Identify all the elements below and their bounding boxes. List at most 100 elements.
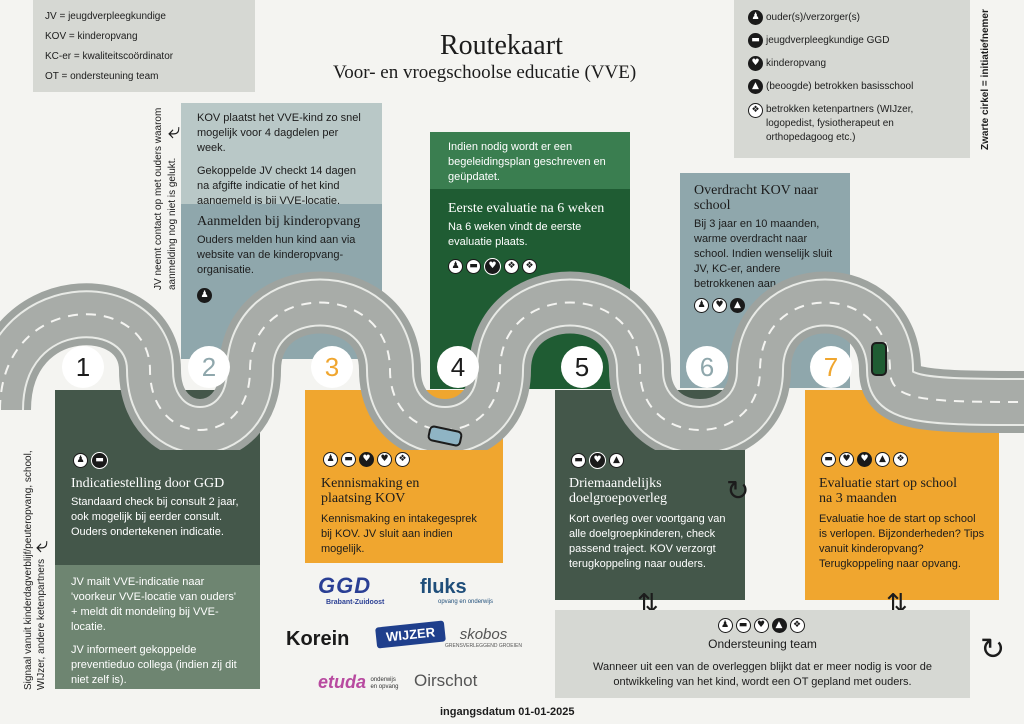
step7-number: 7 xyxy=(810,346,852,388)
step1-number: 1 xyxy=(62,346,104,388)
legend-childcare-label: kinderopvang xyxy=(766,58,827,70)
car-green xyxy=(871,342,887,376)
ot-title: Ondersteuning team xyxy=(708,637,817,652)
legend-abbr-ot: OT = ondersteuning team xyxy=(45,71,159,82)
handshake-icon: ❖ xyxy=(748,102,763,118)
skobos-logo-sub: GRENSVERLEGGEND GROEIEN xyxy=(445,643,522,649)
handshake-icon: ❖ xyxy=(522,259,537,274)
step1-extra-box: JV mailt VVE-indicatie naar 'voorkeur VV… xyxy=(55,565,260,689)
step1-title: Indicatiestelling door GGD xyxy=(71,476,225,491)
nurse-cap-icon: ▬ xyxy=(821,452,836,467)
page-title: Routekaart xyxy=(440,30,563,61)
nurse-cap-icon: ▬ xyxy=(748,33,763,49)
step1-extra-text1: JV mailt VVE-indicatie naar 'voorkeur VV… xyxy=(71,576,237,633)
step5-text: Kort overleg over voortgang van alle doe… xyxy=(569,513,726,570)
step2-top-text1: KOV plaatst het VVE-kind zo snel mogelij… xyxy=(197,112,361,154)
curved-arrow-icon: ⤶ xyxy=(36,532,49,557)
handshake-icon: ❖ xyxy=(395,452,410,467)
handshake-icon: ❖ xyxy=(893,452,908,467)
nurse-cap-icon: ▬ xyxy=(735,618,751,633)
skobos-logo-text: skobos xyxy=(459,626,508,643)
step3-number: 3 xyxy=(311,346,353,388)
step1-text: Standaard check bij consult 2 jaar, ook … xyxy=(71,496,239,538)
step6-number: 6 xyxy=(686,346,728,388)
step2-top-text2: Gekoppelde JV checkt 14 dagen na afgifte… xyxy=(197,165,357,207)
etuda-logo-text: etuda xyxy=(318,672,367,692)
step2-top-box: KOV plaatst het VVE-kind zo snel mogelij… xyxy=(181,103,382,207)
graduation-cap-icon: ▲ xyxy=(748,79,763,95)
graduation-cap-icon: ▲ xyxy=(771,618,787,633)
step2-number: 2 xyxy=(188,346,230,388)
step3-text: Kennismaking en intakegesprek bij KOV. J… xyxy=(321,513,477,555)
nurse-cap-icon: ▬ xyxy=(91,452,108,469)
step4-number: 4 xyxy=(437,346,479,388)
step1-side-note: Signaal vanuit kinderdagverblijf/peutero… xyxy=(22,440,48,690)
step7-title: Evaluatie start op school na 3 maanden xyxy=(819,476,958,506)
fluks-logo-text: fluks xyxy=(420,576,467,598)
parent-icon: ♟ xyxy=(717,618,733,633)
road xyxy=(0,271,1024,450)
step5-box: ▬♥▲ Driemaandelijks doelgroepoverleg Kor… xyxy=(555,390,745,600)
handshake-icon: ❖ xyxy=(504,259,519,274)
heart-icon: ♥ xyxy=(589,452,606,469)
heart-icon: ♥ xyxy=(839,452,854,467)
abbreviations-legend: JV = jeugdverpleegkundige KOV = kinderop… xyxy=(33,0,255,92)
ot-text: Wanneer uit een van de overleggen blijkt… xyxy=(593,661,932,689)
ggd-logo-text: GGD xyxy=(318,573,372,598)
heart-icon: ♥ xyxy=(484,258,501,275)
graduation-cap-icon: ▲ xyxy=(730,298,745,313)
step4-top-box: Indien nodig wordt er een begeleidingspl… xyxy=(430,132,630,189)
step2-title: Aanmelden bij kinderopvang xyxy=(197,214,361,229)
heart-icon: ♥ xyxy=(753,618,769,633)
skobos-logo: skobos GRENSVERLEGGEND GROEIEN xyxy=(445,626,522,649)
heart-icon: ♥ xyxy=(359,452,374,467)
heart-icon: ♥ xyxy=(712,298,727,313)
nurse-cap-icon: ▬ xyxy=(571,453,586,468)
step5-title: Driemaandelijks doelgroepoverleg xyxy=(569,476,667,506)
graduation-cap-icon: ▲ xyxy=(609,453,624,468)
ggd-logo-sub: Brabant-Zuidoost xyxy=(326,599,385,606)
step3-title: Kennismaking en plaatsing KOV xyxy=(321,476,420,506)
fluks-logo: fluks opvang en onderwijs xyxy=(420,576,493,605)
legend-abbr-jv: JV = jeugdverpleegkundige xyxy=(45,11,166,22)
legend-abbr-kc: KC-er = kwaliteitscoördinator xyxy=(45,51,174,62)
ot-box: ♟▬♥▲❖ Ondersteuning team Wanneer uit een… xyxy=(555,610,970,698)
legend-nurse-label: jeugdverpleegkundige GGD xyxy=(766,35,890,47)
legend-parent-label: ouder(s)/verzorger(s) xyxy=(766,12,860,24)
legend-partners-label: betrokken ketenpartners (WIJzer, logoped… xyxy=(766,103,914,143)
graduation-cap-icon: ▲ xyxy=(875,452,890,467)
legend-school-label: (beoogde) betrokken basisschool xyxy=(766,81,914,93)
ggd-logo: GGD Brabant-Zuidoost xyxy=(318,573,384,606)
etuda-logo: etuda onderwijs en opvang xyxy=(318,672,400,693)
step1-side-text: Signaal vanuit kinderdagverblijf/peutero… xyxy=(23,450,47,690)
wijzer-logo-text: WIJZER xyxy=(385,624,436,645)
step2-text: Ouders melden hun kind aan via website v… xyxy=(197,234,356,276)
cycle-icon: ↻ xyxy=(726,475,750,506)
heart-icon: ♥ xyxy=(857,452,872,467)
curved-arrow-icon: ⤶ xyxy=(168,118,181,143)
heart-icon: ♥ xyxy=(748,56,763,72)
wijzer-logo: WIJZER xyxy=(375,620,447,649)
effective-date: ingangsdatum 01-01-2025 xyxy=(440,706,575,718)
fluks-logo-sub: opvang en onderwijs xyxy=(438,599,494,605)
step4-text: Na 6 weken vindt de eerste evaluatie pla… xyxy=(448,221,582,248)
legend-abbr-kov: KOV = kinderopvang xyxy=(45,31,138,42)
step7-text: Evaluatie hoe de start op school is verl… xyxy=(819,513,985,570)
step6-title: Overdracht KOV naar school xyxy=(694,183,819,213)
parent-icon: ♟ xyxy=(448,259,463,274)
parent-icon: ♟ xyxy=(748,10,763,25)
parent-icon: ♟ xyxy=(694,298,709,313)
handshake-icon: ❖ xyxy=(789,618,805,633)
parent-icon: ♟ xyxy=(73,453,88,468)
icon-legend: ♟ouder(s)/verzorger(s) ▬jeugdverpleegkun… xyxy=(734,0,970,158)
etuda-logo-sub: onderwijs en opvang xyxy=(370,677,399,690)
heart-icon: ♥ xyxy=(377,452,392,467)
step4-top-text: Indien nodig wordt er een begeleidingspl… xyxy=(448,141,606,183)
nurse-cap-icon: ▬ xyxy=(341,452,356,467)
korein-logo: Korein xyxy=(286,628,350,650)
parent-icon: ♟ xyxy=(323,452,338,467)
step6-text: Bij 3 jaar en 10 maanden, warme overdrac… xyxy=(694,218,833,290)
step1-extra-text2: JV informeert gekoppelde preventieduo co… xyxy=(71,644,237,686)
initiator-note: Zwarte cirkel = initiatiefnemer xyxy=(980,9,991,150)
step4-title: Eerste evaluatie na 6 weken xyxy=(448,201,605,216)
